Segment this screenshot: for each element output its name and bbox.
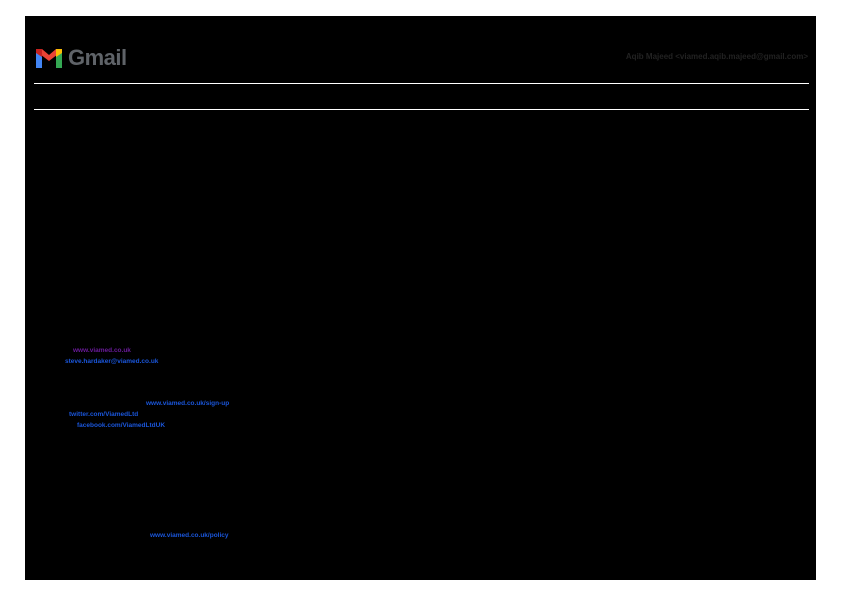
email-link[interactable]: steve.hardaker@viamed.co.uk [65, 358, 159, 365]
policy-link[interactable]: www.viamed.co.uk/policy [150, 532, 229, 539]
gmail-logo: Gmail [34, 45, 127, 71]
divider [34, 109, 809, 110]
gmail-logo-text: Gmail [68, 45, 127, 70]
website-link[interactable]: www.viamed.co.uk [73, 347, 131, 354]
facebook-link[interactable]: facebook.com/ViamedLtdUK [77, 422, 166, 429]
signup-link[interactable]: www.viamed.co.uk/sign-up [146, 400, 230, 407]
twitter-link[interactable]: twitter.com/ViamedLtd [69, 411, 139, 418]
print-page [25, 16, 816, 580]
account-sender: Aqib Majeed <viamed.aqib.majeed@gmail.co… [625, 52, 808, 61]
gmail-m-icon [36, 49, 62, 68]
divider [34, 83, 809, 84]
